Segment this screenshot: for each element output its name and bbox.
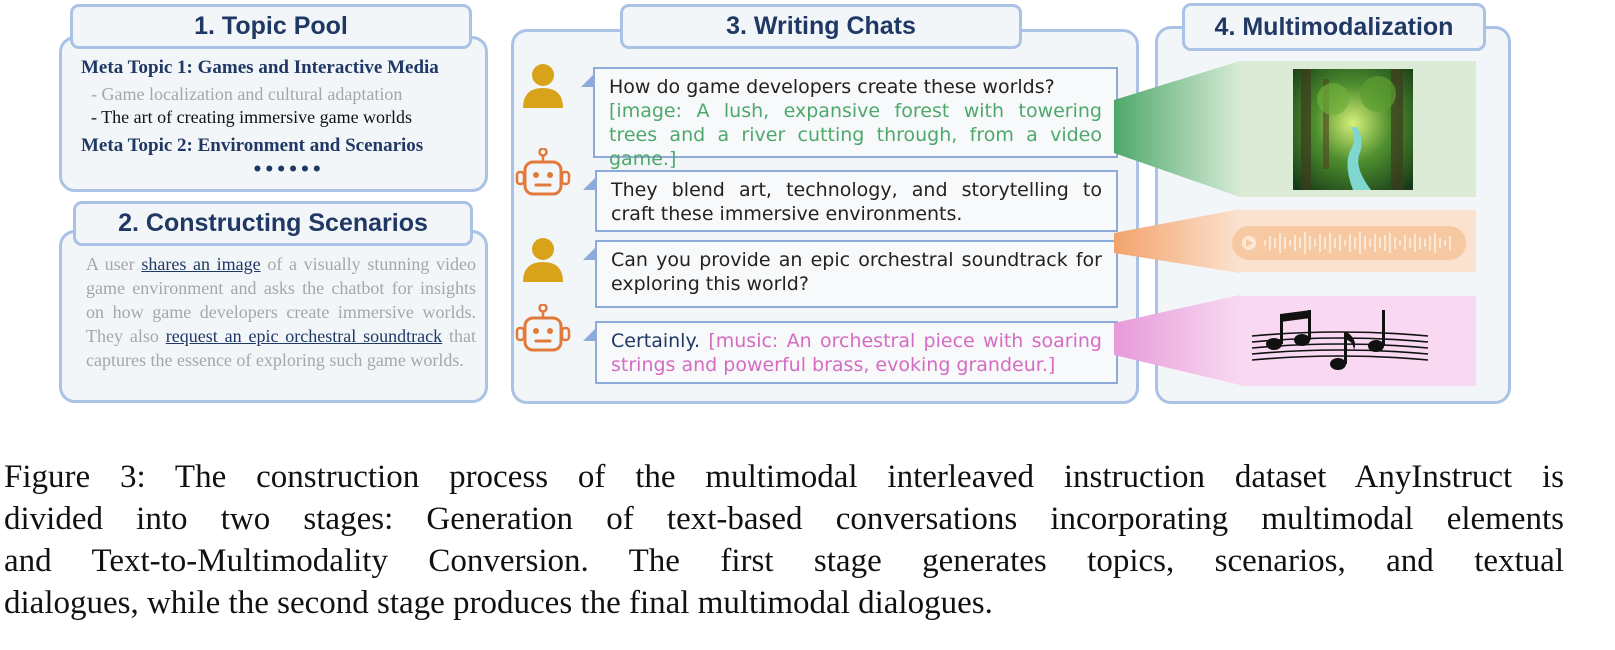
music-tag: [music: An orchestral piece with soaring…	[611, 330, 1102, 376]
scenario-link-soundtrack: request an epic orchestral soundtrack	[165, 326, 443, 346]
scenario-text: A user shares an image of a visually stu…	[86, 254, 477, 370]
caption-line: divided into two stages: Generation of t…	[4, 501, 1564, 537]
ellipsis: ••••••	[252, 160, 324, 180]
caption-line: dialogues, while the second stage produc…	[4, 585, 993, 621]
subtopic-1: - Game localization and cultural adaptat…	[91, 84, 403, 104]
chats-title: 3. Writing Chats	[620, 4, 1022, 49]
user-icon	[523, 64, 563, 108]
caption-line: and Text-to-Multimodality Conversion. Th…	[4, 543, 1564, 579]
robot-icon	[515, 148, 571, 196]
scenarios-panel	[59, 230, 488, 403]
subtopic-2: - The art of creating immersive game wor…	[91, 107, 413, 127]
meta-topic-2: Meta Topic 2: Environment and Scenarios	[81, 135, 424, 156]
topic-pool-title: 1. Topic Pool	[70, 4, 472, 49]
scenario-link-image: shares an image	[141, 254, 261, 274]
audio-waveform	[1232, 226, 1466, 260]
caption-line: Figure 3: The construction process of th…	[4, 459, 1564, 495]
music-notes-icon	[1251, 310, 1429, 370]
chat-message-4: Certainly. [music: An orchestral piece w…	[583, 321, 1118, 384]
scenarios-title: 2. Constructing Scenarios	[73, 201, 473, 246]
chat-message-3: Can you provide an epic orchestral sound…	[583, 240, 1118, 308]
user-icon	[523, 238, 563, 282]
connector-wedges	[1114, 61, 1240, 385]
multimodal-title: 4. Multimodalization	[1182, 3, 1486, 51]
image-tag: [image: A lush, expansive forest with to…	[609, 100, 1102, 170]
robot-icon	[515, 304, 571, 352]
meta-topic-1: Meta Topic 1: Games and Interactive Medi…	[81, 57, 439, 78]
forest-image	[1293, 69, 1413, 190]
chat-message-2: They blend art, technology, and storytel…	[583, 170, 1118, 232]
figure-caption: Figure 3: The construction process of th…	[4, 456, 1564, 624]
chat-message-1: How do game developers create these worl…	[581, 67, 1118, 170]
